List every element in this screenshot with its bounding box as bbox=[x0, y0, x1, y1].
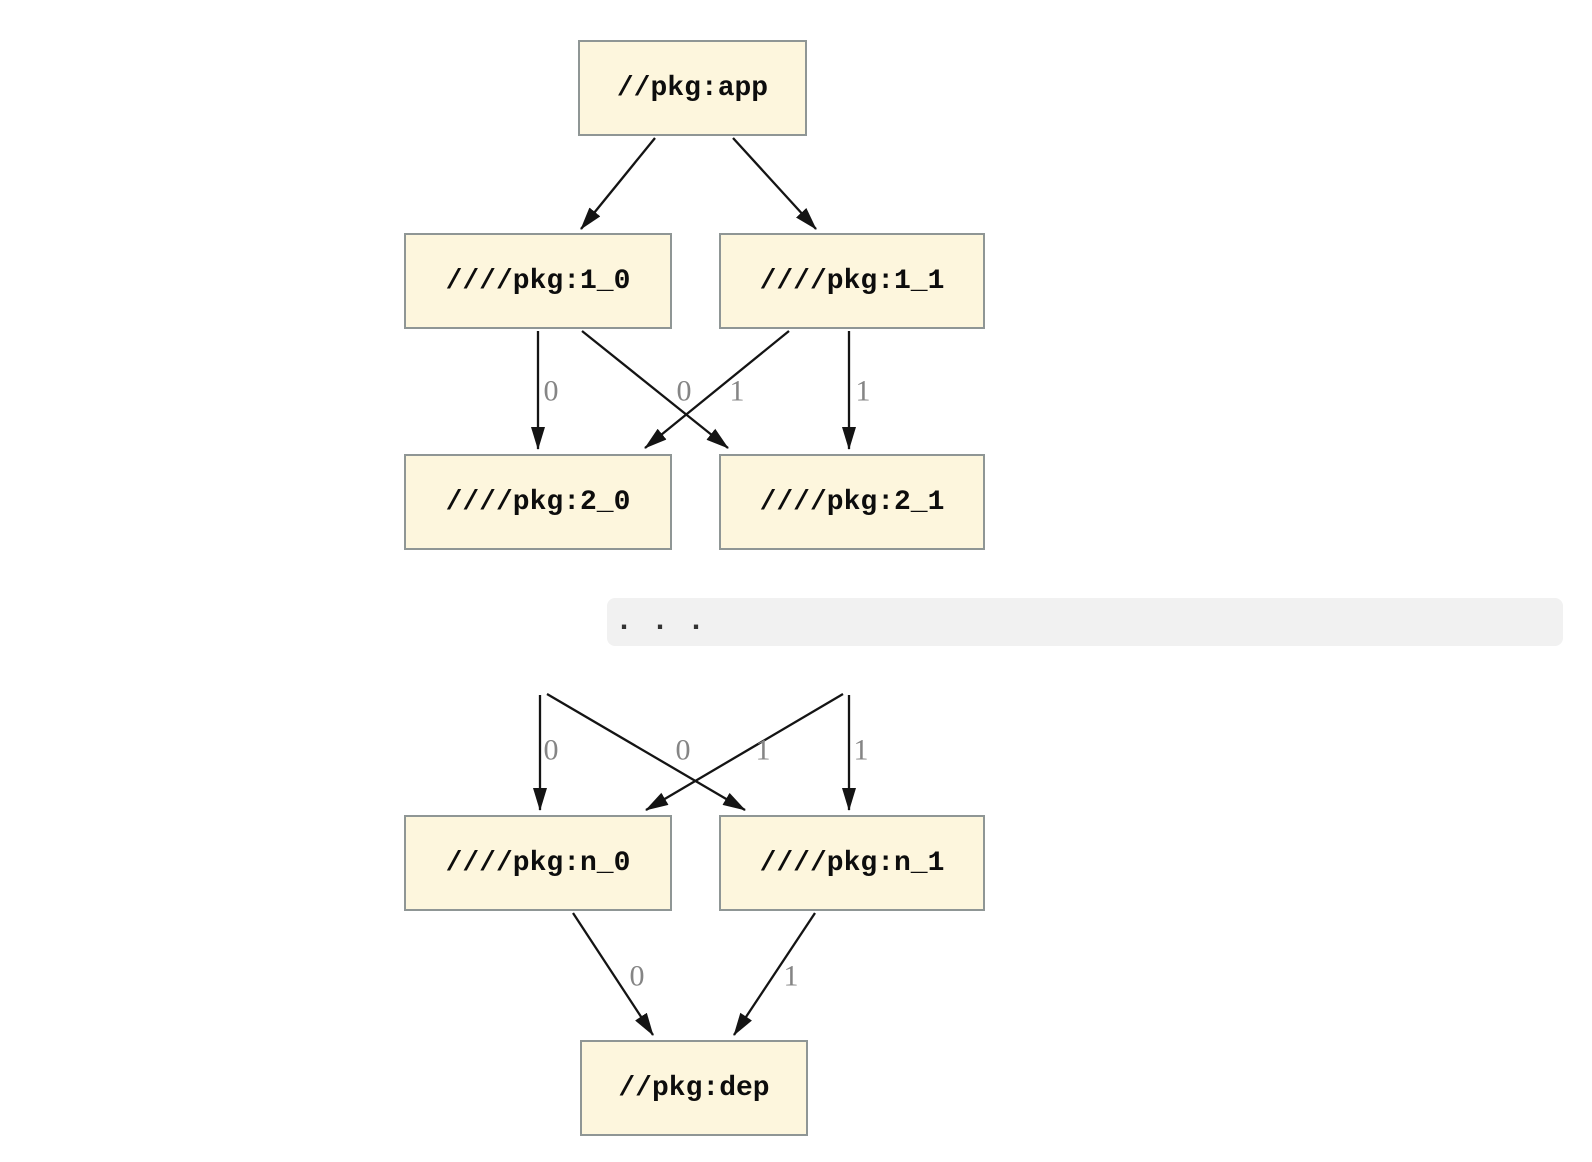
edge-index-label: 1 bbox=[730, 375, 745, 408]
edge-index-label: 1 bbox=[756, 734, 771, 767]
graph-node-n_1: ////pkg:n_1 bbox=[719, 815, 985, 911]
graph-edge-hidden-to-n_0 bbox=[645, 693, 844, 811]
graph-node-dep: //pkg:dep bbox=[580, 1040, 808, 1136]
edge-index-label: 0 bbox=[676, 734, 691, 767]
edge-index-label: 1 bbox=[856, 375, 871, 408]
graph-edge-1_1-to-2_0 bbox=[644, 330, 790, 449]
graph-edge-1_0-to-2_1 bbox=[581, 330, 729, 449]
graph-edge-app-to-1_0 bbox=[580, 137, 656, 230]
edge-index-label: 0 bbox=[677, 375, 692, 408]
edge-index-label: 1 bbox=[784, 960, 799, 993]
graph-node-1_1: ////pkg:1_1 bbox=[719, 233, 985, 329]
edge-index-label: 0 bbox=[544, 375, 559, 408]
graph-edge-n_0-to-dep bbox=[572, 912, 654, 1036]
edge-index-label: 0 bbox=[544, 734, 559, 767]
graph-node-n_0: ////pkg:n_0 bbox=[404, 815, 672, 911]
graph-edge-n_1-to-dep bbox=[733, 912, 816, 1036]
graph-node-2_0: ////pkg:2_0 bbox=[404, 454, 672, 550]
graph-node-1_0: ////pkg:1_0 bbox=[404, 233, 672, 329]
edge-index-label: 0 bbox=[630, 960, 645, 993]
ellipsis-code-bar: . . . bbox=[607, 598, 1563, 646]
edge-index-label: 1 bbox=[854, 734, 869, 767]
graph-node-app: //pkg:app bbox=[578, 40, 807, 136]
graph-node-2_1: ////pkg:2_1 bbox=[719, 454, 985, 550]
graph-edge-hidden-to-n_1 bbox=[546, 693, 746, 811]
graph-edge-app-to-1_1 bbox=[732, 137, 817, 230]
ellipsis-text: . . . bbox=[615, 605, 706, 639]
